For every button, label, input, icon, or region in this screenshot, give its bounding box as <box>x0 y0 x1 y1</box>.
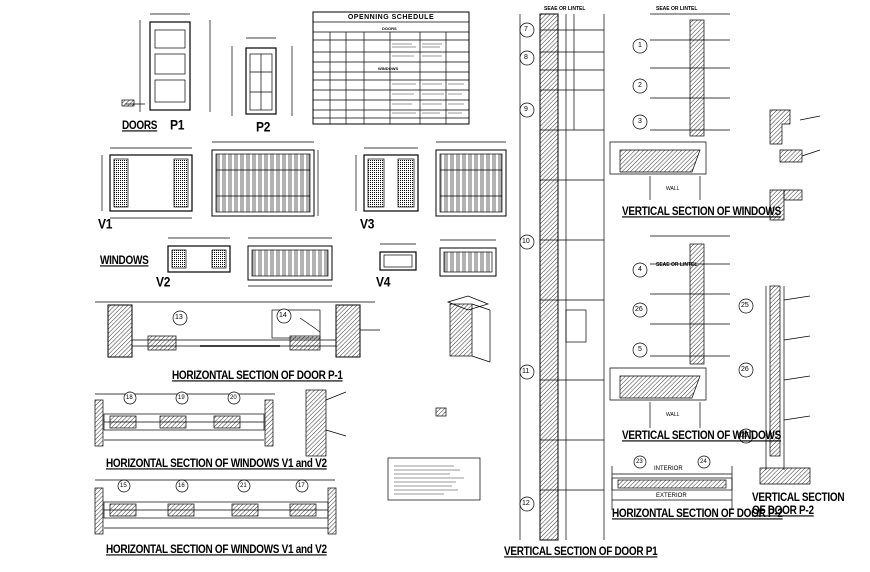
title-hsection-door-p1: HORIZONTAL SECTION OF DOOR P-1 <box>172 370 343 383</box>
hsection-door-p1 <box>95 301 380 358</box>
title-vsection-windows-2: VERTICAL SECTION OF WINDOWS <box>622 430 781 443</box>
vsection-windows-bottom <box>609 235 730 428</box>
vsection-windows-top <box>609 13 730 200</box>
vsection-door-p2 <box>759 285 811 485</box>
title-hsection-door-p2: HORIZONTAL SECTION OF DOOR P-2 <box>612 508 783 521</box>
callout-8: 8 <box>524 54 528 61</box>
callout-16: 16 <box>178 483 185 489</box>
label-doors: DOORS <box>122 120 158 133</box>
window-v2-elevation <box>167 237 231 273</box>
label-wall-1: WALL <box>666 186 680 192</box>
label-windows: WINDOWS <box>100 255 149 268</box>
callout-12: 12 <box>522 500 530 507</box>
label-interior: INTERIOR <box>654 466 683 472</box>
label-v4: V4 <box>376 274 391 291</box>
callout-26: 26 <box>635 306 643 313</box>
callout-17: 17 <box>298 483 305 489</box>
callout-5: 5 <box>638 346 642 353</box>
opening-schedule-table <box>312 11 470 125</box>
hsection-windows-row1 <box>94 393 275 447</box>
callout-23: 23 <box>636 459 643 465</box>
label-v3: V3 <box>360 216 375 233</box>
callout-7: 7 <box>524 26 528 33</box>
callout-13: 13 <box>175 314 183 321</box>
label-seal-lintel-2: SEAE OR LINTEL <box>656 6 698 12</box>
callout-15: 15 <box>120 483 127 489</box>
label-p1: P1 <box>170 117 185 134</box>
schedule-title: OPENNING SCHEDULE <box>347 14 435 21</box>
label-seal-lintel-1: SEAE OR LINTEL <box>544 6 586 12</box>
north-symbol <box>435 407 447 417</box>
callout-24: 24 <box>700 459 707 465</box>
callout-18: 18 <box>126 395 133 401</box>
hsection-windows-row2 <box>94 479 337 535</box>
window-v2-grille <box>247 237 333 287</box>
callout-circles <box>117 22 754 512</box>
callout-2: 2 <box>638 82 642 89</box>
callout-10: 10 <box>522 238 530 245</box>
title-vsection-door-p2-a: VERTICAL SECTION <box>752 492 845 505</box>
label-wall-2: WALL <box>666 412 680 418</box>
hsection-door-p2 <box>611 466 733 510</box>
callout-14: 14 <box>279 312 287 319</box>
window-v3-grille <box>435 141 507 217</box>
schedule-doors-header: DOORS <box>382 26 397 31</box>
door-p2-elevation <box>231 37 293 116</box>
callout-9: 9 <box>524 106 528 113</box>
label-seal-lintel-3: SEAE OR LINTEL <box>656 262 698 268</box>
callout-27: 27 <box>741 432 749 439</box>
window-v4-elevation <box>379 243 417 271</box>
title-hsection-windows-1: HORIZONTAL SECTION OF WINDOWS V1 and V2 <box>106 458 327 471</box>
window-v3-elevation <box>355 147 419 212</box>
callout-19: 19 <box>178 395 185 401</box>
vsection-door-p1 <box>519 13 605 541</box>
callout-20: 20 <box>230 395 237 401</box>
title-hsection-windows-2: HORIZONTAL SECTION OF WINDOWS V1 and V2 <box>106 544 327 557</box>
title-vsection-windows-1: VERTICAL SECTION OF WINDOWS <box>622 206 781 219</box>
label-exterior: EXTERIOR <box>656 493 687 499</box>
label-v1: V1 <box>98 216 113 233</box>
schedule-windows-header: WINDOWS <box>378 66 399 71</box>
callout-4: 4 <box>638 266 642 273</box>
label-v2: V2 <box>156 274 171 291</box>
window-v1-elevation <box>101 147 193 219</box>
joint-details <box>769 109 821 221</box>
window-v1-grille <box>211 141 319 217</box>
title-vsection-door-p2-b: OF DOOR P-2 <box>752 505 814 518</box>
callout-3: 3 <box>638 118 642 125</box>
isometric-detail <box>446 295 491 363</box>
callout-28: 26 <box>741 366 749 373</box>
detail-wall-section <box>305 389 347 457</box>
label-p2: P2 <box>256 119 271 136</box>
callout-25: 25 <box>741 302 749 309</box>
callout-11: 11 <box>522 368 530 375</box>
callout-21: 21 <box>240 483 247 489</box>
title-vsection-door-p1: VERTICAL SECTION OF DOOR P1 <box>504 546 658 559</box>
schedule-scribble <box>392 43 464 114</box>
door-p1-elevation <box>121 13 211 112</box>
notes-box <box>387 457 481 501</box>
window-v4-grille <box>439 239 497 277</box>
callout-1: 1 <box>638 42 642 49</box>
